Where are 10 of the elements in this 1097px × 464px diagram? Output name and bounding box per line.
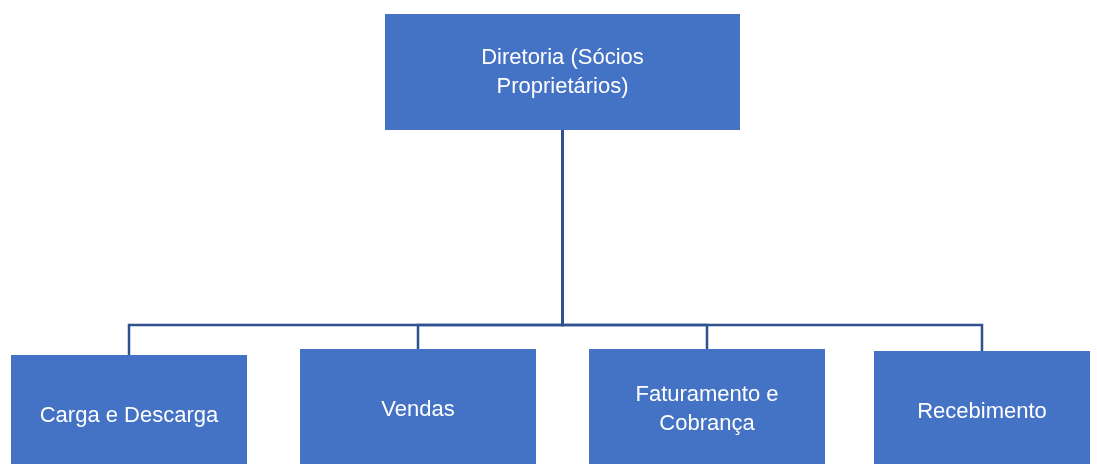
org-box: [874, 351, 1090, 464]
box-label: Faturamento e Cobrança: [634, 380, 780, 437]
org-box: [11, 355, 247, 464]
box-label: Vendas: [381, 394, 455, 423]
org-box: [589, 349, 825, 464]
box-label: Diretoria (Sócios Proprietários): [480, 43, 645, 100]
box-label: Carga e Descarga: [39, 400, 219, 429]
org-box: [300, 349, 536, 464]
box-label: Recebimento: [917, 396, 1047, 425]
org-box: [385, 14, 740, 130]
